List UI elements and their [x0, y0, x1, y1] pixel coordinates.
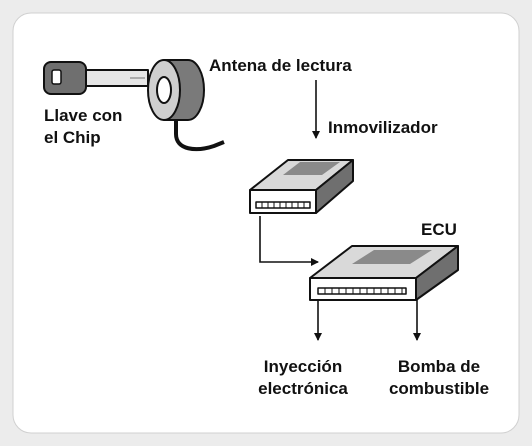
label-injection-line1: Inyección — [263, 357, 343, 376]
immobilizer-box-icon — [249, 159, 354, 214]
label-pump-line1: Bomba de — [397, 357, 481, 376]
ecu-box-icon — [309, 245, 459, 301]
label-pump-line2: combustible — [388, 379, 490, 398]
label-key-line2: el Chip — [44, 128, 101, 147]
label-antenna: Antena de lectura — [209, 56, 352, 75]
diagram-panel — [12, 12, 520, 434]
label-injection-line2: electrónica — [258, 379, 348, 398]
label-immobilizer: Inmovilizador — [328, 118, 438, 137]
label-ecu: ECU — [421, 220, 457, 239]
arrow-immobilizer-to-ecu — [259, 216, 319, 266]
label-key-line1: Llave con — [44, 106, 123, 125]
antenna-coil-icon — [147, 59, 225, 152]
